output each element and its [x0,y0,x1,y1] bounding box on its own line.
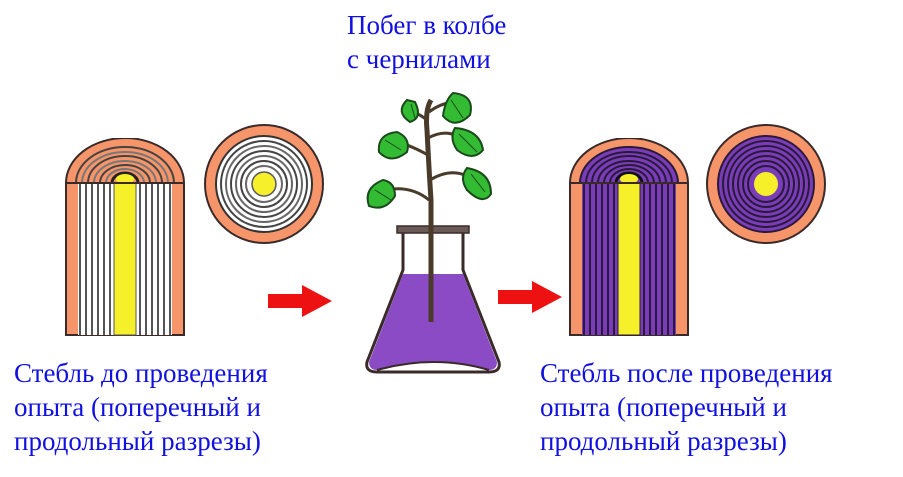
caption-after-line-1: Стебль после проведения [540,358,833,388]
caption-before-line-3: продольный разрезы) [14,426,261,456]
title-line-2: с чернилами [347,44,491,74]
arrow-right-icon [268,285,332,317]
stem-cross-section-after [706,124,826,244]
caption-before: Стебль до проведения опыта (поперечный и… [14,356,268,458]
leaf [441,91,472,124]
shoot-in-ink-flask [365,91,501,374]
arrow-right-icon [498,281,562,313]
stem-cross-section-before [204,124,324,244]
stem-longitudinal-section-before [64,138,186,336]
caption-before-line-2: опыта (поперечный и [14,392,261,422]
title-line-1: Побег в колбе [347,10,507,40]
stem-longitudinal-section-after [568,138,690,336]
caption-after-line-3: продольный разрезы) [540,426,787,456]
leaf [451,126,485,157]
caption-after: Стебль после проведения опыта (поперечны… [540,356,833,458]
leaf [400,98,420,124]
caption-after-line-2: опыта (поперечный и [540,392,787,422]
caption-before-line-1: Стебль до проведения [14,358,268,388]
diagram-title: Побег в колбе с чернилами [347,8,506,76]
leaf [462,166,493,201]
